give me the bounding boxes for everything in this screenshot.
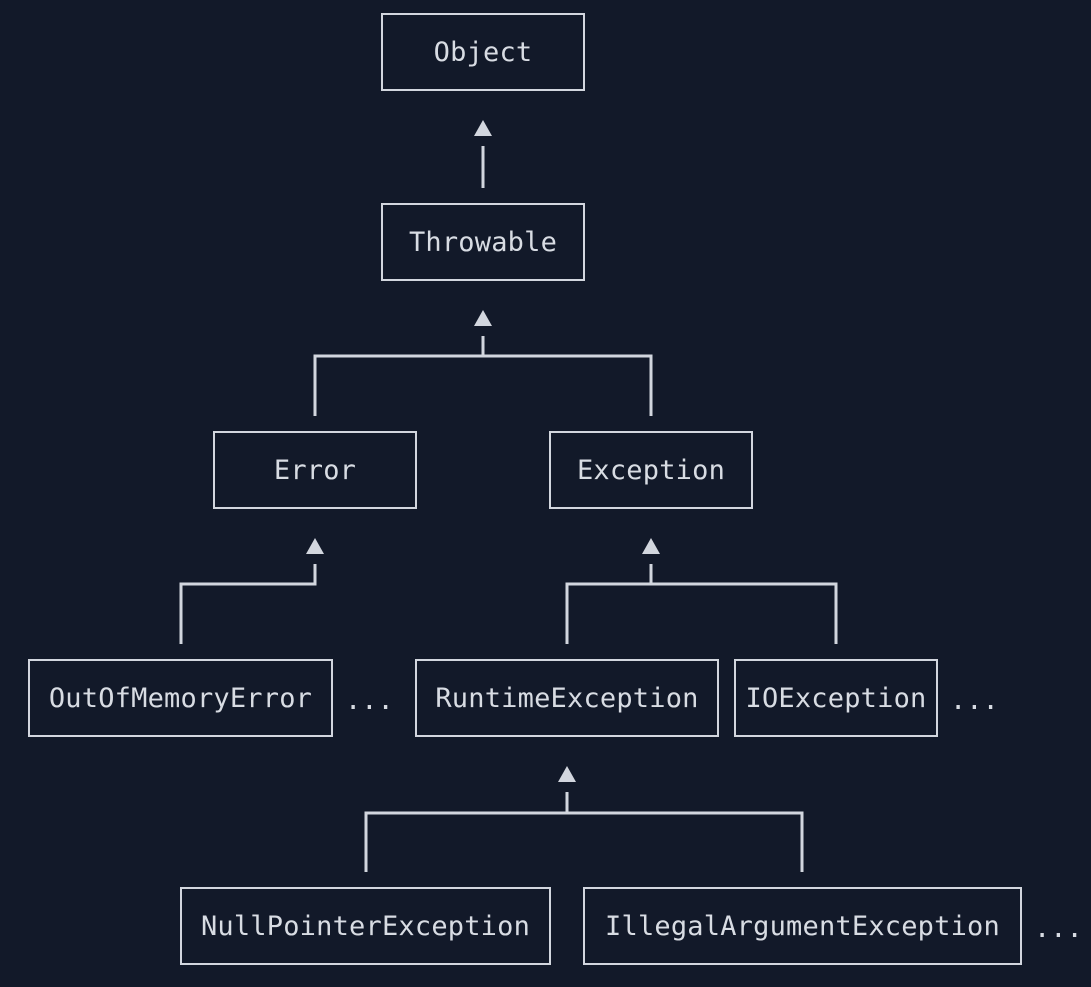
class-nullpointerexception-label: NullPointerException xyxy=(200,910,531,942)
class-illegalargumentexception-label: IllegalArgumentException xyxy=(605,910,1000,942)
connector-npe-iae-runtimeexception xyxy=(364,792,804,872)
class-throwable: Throwable xyxy=(381,203,585,281)
arrowhead-error xyxy=(306,538,324,554)
class-runtimeexception-label: RuntimeException xyxy=(435,682,699,714)
class-illegalargumentexception: IllegalArgumentException xyxy=(583,887,1022,965)
class-exception-label: Exception xyxy=(576,454,726,486)
class-ioexception: IOException xyxy=(734,659,938,737)
arrowhead-runtimeexception xyxy=(558,766,576,782)
class-object-label: Object xyxy=(433,36,533,68)
arrowhead-exception xyxy=(642,538,660,554)
connector-outofmemoryerror-error xyxy=(179,564,317,644)
class-throwable-label: Throwable xyxy=(408,226,558,258)
class-error: Error xyxy=(213,431,417,509)
class-error-label: Error xyxy=(273,454,357,486)
more-errors-ellipsis: ... xyxy=(345,685,394,716)
class-nullpointerexception: NullPointerException xyxy=(180,887,551,965)
class-outofmemoryerror-label: OutOfMemoryError xyxy=(48,682,313,714)
class-outofmemoryerror: OutOfMemoryError xyxy=(28,659,333,737)
more-exceptions-ellipsis: ... xyxy=(950,685,999,716)
class-runtimeexception: RuntimeException xyxy=(415,659,719,737)
more-runtime-exceptions-ellipsis: ... xyxy=(1034,913,1083,944)
arrowhead-object xyxy=(474,120,492,136)
class-exception: Exception xyxy=(549,431,753,509)
class-ioexception-label: IOException xyxy=(745,682,927,714)
arrowhead-throwable xyxy=(474,310,492,326)
connector-runtime-io-exception xyxy=(565,564,838,644)
connector-error-exception-throwable xyxy=(313,336,653,416)
class-object: Object xyxy=(381,13,585,91)
